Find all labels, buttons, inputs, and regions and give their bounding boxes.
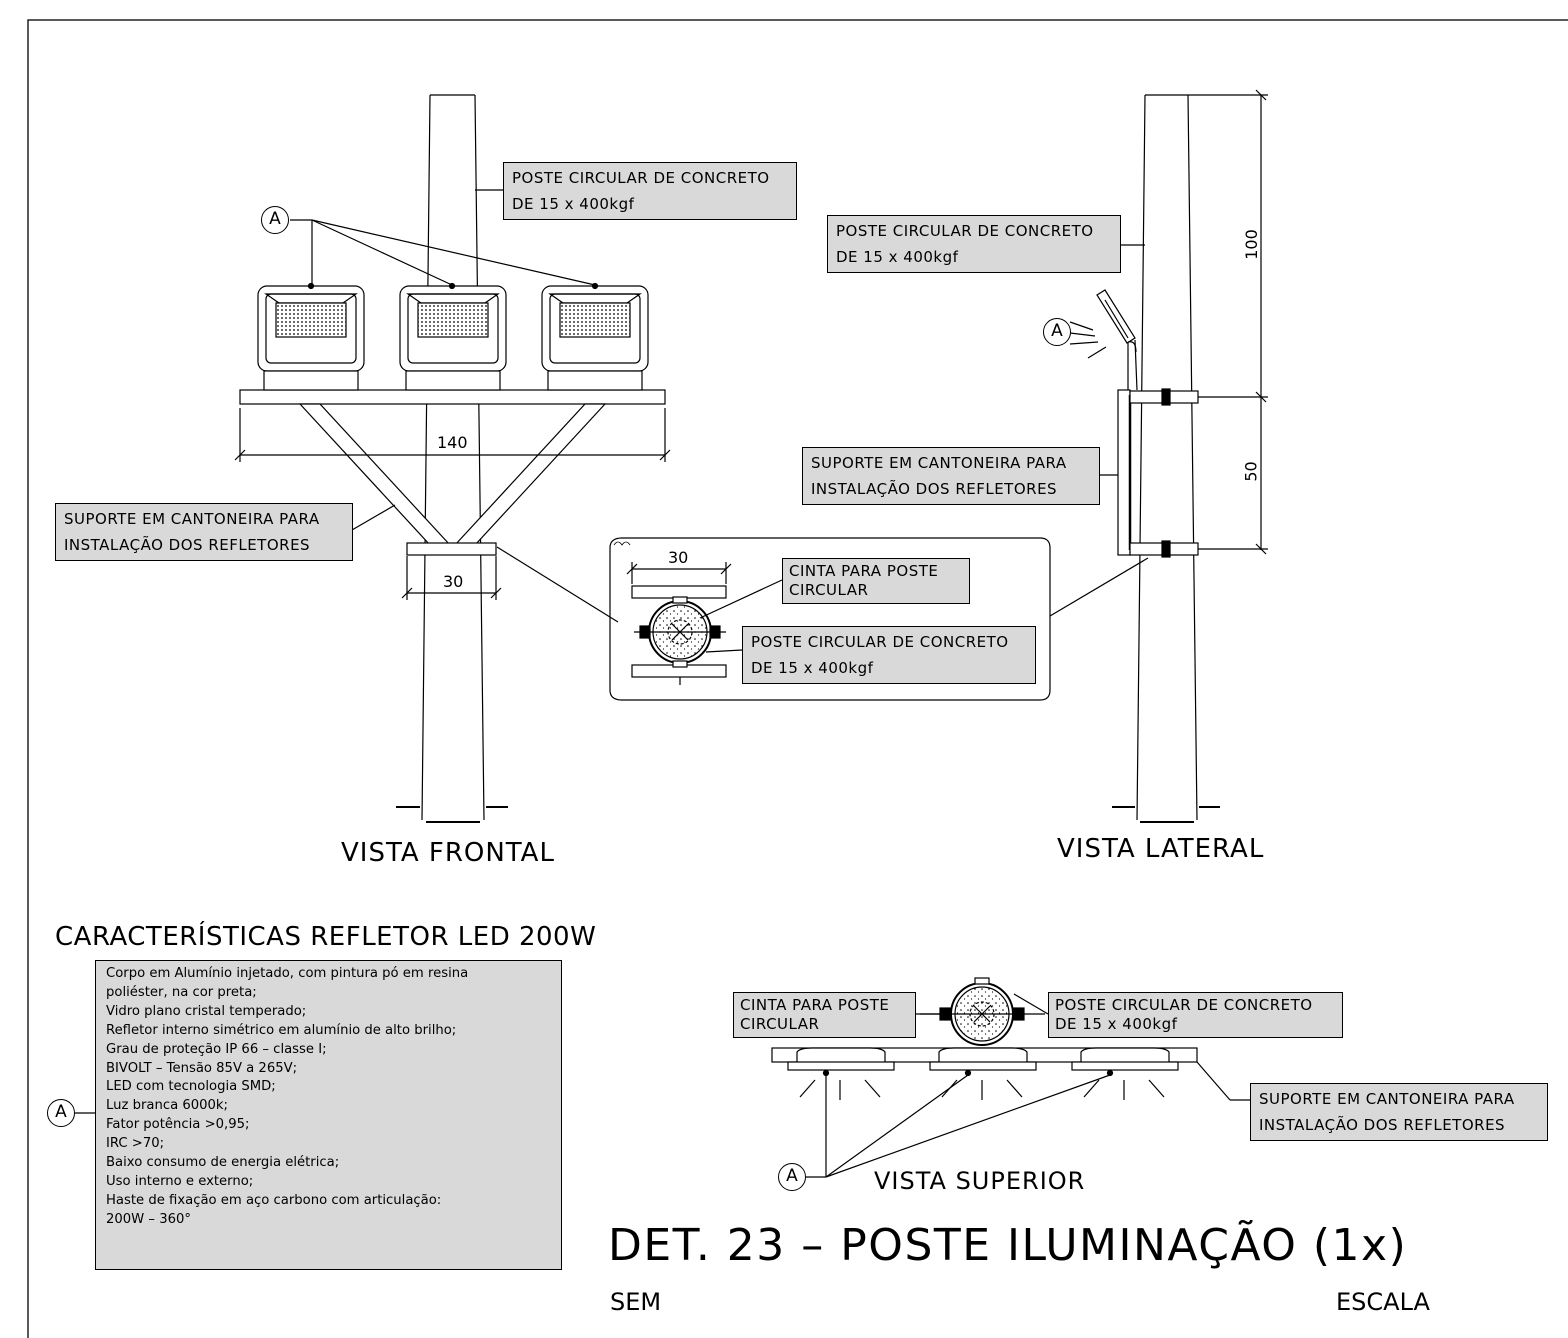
title-vista-superior: VISTA SUPERIOR bbox=[874, 1167, 1086, 1195]
marker-a-top: A bbox=[778, 1163, 806, 1191]
specs-box: Corpo em Alumínio injetado, com pintura … bbox=[95, 960, 562, 1270]
spec-line: Uso interno e externo; bbox=[106, 1173, 254, 1189]
dim-30-detail: 30 bbox=[668, 548, 689, 567]
front-view bbox=[234, 94, 671, 823]
label-front-poste: POSTE CIRCULAR DE CONCRETO DE 15 x 400kg… bbox=[503, 162, 797, 220]
label-top-cinta: CINTA PARA POSTE CIRCULAR bbox=[733, 992, 916, 1038]
floodlight-front-1 bbox=[257, 282, 365, 391]
scale-escala: ESCALA bbox=[1336, 1288, 1430, 1316]
detail-title: DET. 23 – POSTE ILUMINAÇÃO (1x) bbox=[608, 1220, 1408, 1271]
label-top-poste: POSTE CIRCULAR DE CONCRETO DE 15 x 400kg… bbox=[1048, 992, 1343, 1038]
sheet-border bbox=[27, 19, 1568, 1338]
label-line: CINTA PARA POSTE bbox=[740, 996, 890, 1014]
scale-sem: SEM bbox=[610, 1288, 662, 1316]
label-line: DE 15 x 400kgf bbox=[1055, 1015, 1178, 1033]
floodlight-front-2 bbox=[399, 282, 507, 391]
marker-a-spec: A bbox=[47, 1099, 75, 1127]
label-line: INSTALAÇÃO DOS REFLETORES bbox=[811, 480, 1058, 498]
spec-line: IRC >70; bbox=[106, 1136, 165, 1152]
label-line: INSTALAÇÃO DOS REFLETORES bbox=[64, 536, 311, 554]
label-line: POSTE CIRCULAR DE CONCRETO bbox=[751, 633, 1009, 651]
label-line: POSTE CIRCULAR DE CONCRETO bbox=[512, 169, 770, 187]
spec-line: Baixo consumo de energia elétrica; bbox=[106, 1155, 340, 1171]
label-top-suporte: SUPORTE EM CANTONEIRA PARA INSTALAÇÃO DO… bbox=[1250, 1083, 1548, 1141]
floodlight-front-3 bbox=[541, 282, 649, 391]
dim-100: 100 bbox=[1241, 229, 1261, 260]
title-vista-frontal: VISTA FRONTAL bbox=[341, 838, 555, 868]
top-view bbox=[75, 977, 1250, 1178]
spec-line: Vidro plano cristal temperado; bbox=[106, 1003, 307, 1019]
spec-line: Luz branca 6000k; bbox=[106, 1098, 228, 1114]
title-vista-lateral: VISTA LATERAL bbox=[1057, 834, 1265, 864]
side-view bbox=[1069, 89, 1268, 823]
spec-line: Corpo em Alumínio injetado, com pintura … bbox=[106, 966, 469, 981]
label-line: POSTE CIRCULAR DE CONCRETO bbox=[836, 222, 1094, 240]
label-side-suporte: SUPORTE EM CANTONEIRA PARA INSTALAÇÃO DO… bbox=[802, 447, 1100, 505]
dim-140: 140 bbox=[437, 433, 468, 452]
marker-a-side: A bbox=[1043, 318, 1071, 346]
spec-line: LED com tecnologia SMD; bbox=[106, 1079, 276, 1095]
label-line: CINTA PARA POSTE bbox=[789, 562, 939, 580]
label-line: SUPORTE EM CANTONEIRA PARA bbox=[1259, 1090, 1515, 1108]
label-line: POSTE CIRCULAR DE CONCRETO bbox=[1055, 996, 1313, 1014]
label-line: SUPORTE EM CANTONEIRA PARA bbox=[64, 510, 320, 528]
spec-line: Refletor interno simétrico em alumínio d… bbox=[106, 1022, 457, 1038]
specs-title: CARACTERÍSTICAS REFLETOR LED 200W bbox=[55, 922, 597, 952]
spec-line: poliéster, na cor preta; bbox=[106, 984, 257, 1000]
spec-line: Haste de fixação em aço carbono com arti… bbox=[106, 1192, 442, 1208]
spec-line: Grau de proteção IP 66 – classe I; bbox=[106, 1041, 327, 1057]
label-detail-cinta: CINTA PARA POSTE CIRCULAR bbox=[782, 558, 970, 604]
spec-line: 200W – 360° bbox=[106, 1211, 191, 1227]
label-line: DE 15 x 400kgf bbox=[751, 659, 874, 677]
spec-line: Fator potência >0,95; bbox=[106, 1117, 250, 1133]
marker-a-front: A bbox=[261, 206, 289, 234]
label-line: DE 15 x 400kgf bbox=[512, 195, 635, 213]
label-line: DE 15 x 400kgf bbox=[836, 248, 959, 266]
revision-cloud bbox=[609, 537, 1051, 701]
spec-line: BIVOLT – Tensão 85V a 265V; bbox=[106, 1060, 298, 1076]
clamp-detail bbox=[609, 537, 1149, 701]
label-line: INSTALAÇÃO DOS REFLETORES bbox=[1259, 1116, 1506, 1134]
label-front-suporte: SUPORTE EM CANTONEIRA PARA INSTALAÇÃO DO… bbox=[55, 503, 353, 561]
label-line: CIRCULAR bbox=[740, 1015, 820, 1033]
label-detail-poste: POSTE CIRCULAR DE CONCRETO DE 15 x 400kg… bbox=[742, 626, 1036, 684]
label-side-poste: POSTE CIRCULAR DE CONCRETO DE 15 x 400kg… bbox=[827, 215, 1121, 273]
dim-50: 50 bbox=[1241, 461, 1261, 482]
dim-30-bracket: 30 bbox=[443, 572, 464, 591]
label-line: CIRCULAR bbox=[789, 581, 869, 599]
label-line: SUPORTE EM CANTONEIRA PARA bbox=[811, 454, 1067, 472]
